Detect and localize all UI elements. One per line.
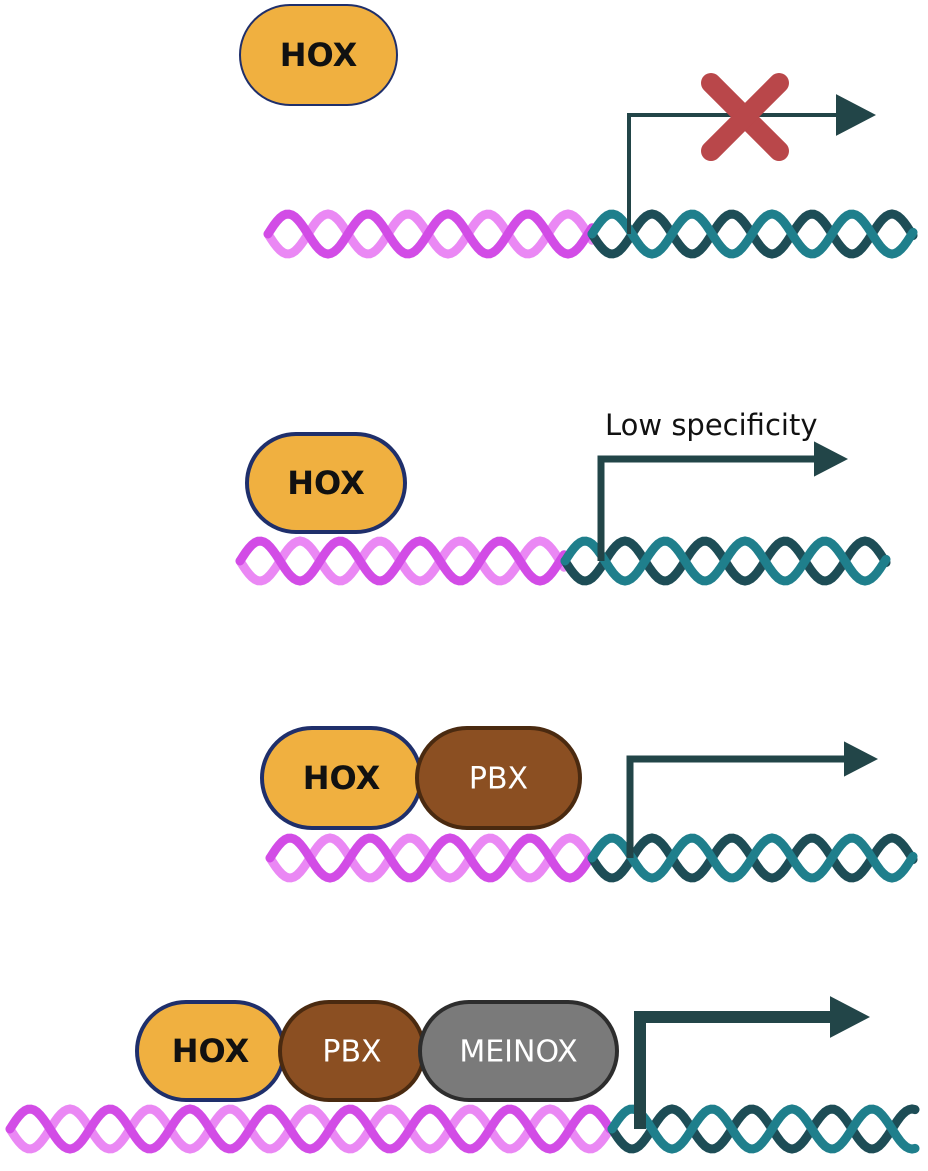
upstream-dna-strand-b [5, 1104, 615, 1154]
arrow-head-icon [844, 741, 878, 777]
transcription-start-arrow [626, 755, 846, 858]
hox-protein: HOX [260, 726, 423, 830]
upstream-dna-strand-b [235, 536, 569, 586]
arrow-head-icon [830, 996, 870, 1038]
transcription-start-arrow [627, 113, 838, 234]
gene-dna-strand-b [587, 209, 918, 259]
pbx-protein: PBX [415, 726, 582, 830]
hox-label: HOX [280, 36, 358, 74]
upstream-dna-strand-b [263, 209, 597, 259]
arrow-head-icon [836, 94, 876, 136]
gene-dna-strand-b [587, 833, 918, 883]
gene-dna-strand-b [607, 1104, 920, 1154]
pbx-label: PBX [469, 762, 528, 797]
hox-protein: HOX [245, 432, 407, 534]
panel-1: HOX [239, 4, 918, 259]
upstream-dna-strand-a [5, 1104, 615, 1154]
panel-4: HOX PBX MEINOX [5, 996, 920, 1154]
hox-label: HOX [287, 464, 365, 502]
panel-2: HOX Low specificity [235, 408, 891, 586]
hox-protein: HOX [135, 1000, 286, 1102]
hox-protein: HOX [239, 4, 398, 106]
meinox-protein: MEINOX [418, 1000, 619, 1102]
transcription-start-arrow [597, 455, 816, 561]
hox-label: HOX [172, 1032, 250, 1070]
upstream-dna-strand-b [265, 833, 596, 883]
x-mark-icon [701, 73, 789, 161]
panel-3: HOX PBX [260, 726, 918, 883]
gene-dna-strand-b [560, 536, 891, 586]
hox-label: HOX [303, 759, 381, 797]
pbx-label: PBX [322, 1035, 381, 1070]
meinox-label: MEINOX [459, 1035, 577, 1070]
pbx-protein: PBX [278, 1000, 426, 1102]
transcription-start-arrow [634, 1011, 832, 1129]
gene-dna-strand-a [607, 1104, 920, 1154]
arrow-head-icon [814, 441, 848, 477]
specificity-caption: Low specificity [605, 408, 818, 442]
